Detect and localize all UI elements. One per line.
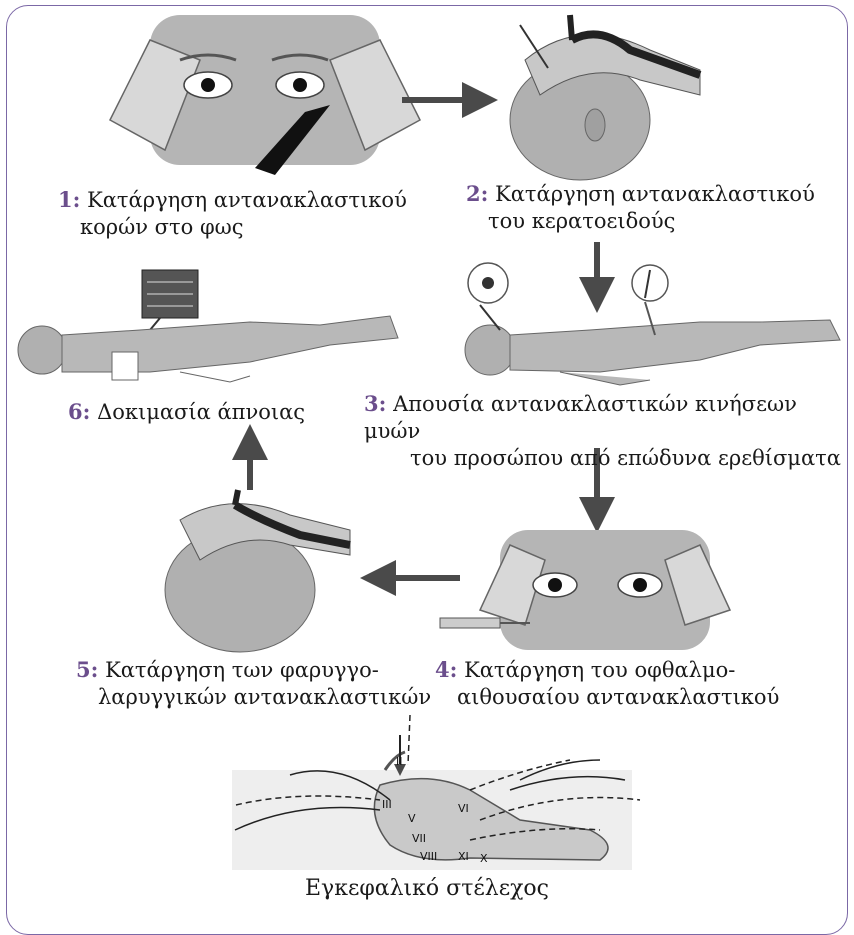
nerve-label-VIII: VIII <box>420 850 437 863</box>
nerve-label-XI: XI <box>458 850 469 863</box>
pupil-light-reflex-illustration <box>110 15 420 175</box>
brainstem-illustration: II III V VI VII VIII XI X <box>232 715 640 870</box>
step-6-number: 6: <box>68 399 90 424</box>
step-3-number: 3: <box>364 391 386 416</box>
step-5-caption: 5: Κατάργηση των φαρυγγο- λαρυγγικών αντ… <box>76 656 431 711</box>
nerve-label-X: X <box>480 852 488 865</box>
step-6-caption: 6: Δοκιμασία άπνοιας <box>68 398 305 426</box>
nerve-label-VII: VII <box>412 832 426 845</box>
apnea-test-illustration <box>18 270 398 382</box>
step-3-caption: 3: Απουσία αντανακλαστικών κινήσεων μυών… <box>364 390 854 472</box>
step-5-line2: λαρυγγικών αντανακλαστικών <box>76 684 431 711</box>
step-2-caption: 2: Κατάργηση αντανακλαστικού του κερατοε… <box>466 180 815 235</box>
step-2-number: 2: <box>466 181 488 206</box>
step-4-line2: αιθουσαίου αντανακλαστικού <box>435 684 779 711</box>
step-5-line1: Κατάργηση των φαρυγγο- <box>105 658 379 682</box>
pain-stimulus-illustration <box>465 263 840 385</box>
oculovestibular-reflex-illustration <box>440 530 730 650</box>
step-1-line2: κορών στο φως <box>58 214 407 241</box>
brainstem-caption: Εγκεφαλικό στέλεχος <box>0 876 854 901</box>
step-3-line2: του προσώπου από επώδυνα ερεθίσματα <box>364 445 854 472</box>
step-2-line2: του κερατοειδούς <box>466 208 815 235</box>
nerve-label-III: III <box>382 798 392 811</box>
step-2-line1: Κατάργηση αντανακλαστικού <box>495 182 815 206</box>
step-4-line1: Κατάργηση του οφθαλμο- <box>464 658 735 682</box>
step-4-number: 4: <box>435 657 457 682</box>
step-1-caption: 1: Κατάργηση αντανακλαστικού κορών στο φ… <box>58 186 407 241</box>
step-3-line1: Απουσία αντανακλαστικών κινήσεων μυών <box>364 392 797 443</box>
nerve-label-VI: VI <box>458 802 469 815</box>
step-6-line1: Δοκιμασία άπνοιας <box>97 400 305 424</box>
corneal-reflex-illustration <box>510 15 700 180</box>
step-1-line1: Κατάργηση αντανακλαστικού <box>87 188 407 212</box>
step-5-number: 5: <box>76 657 98 682</box>
nerve-label-II: II <box>396 755 403 768</box>
step-4-caption: 4: Κατάργηση του οφθαλμο- αιθουσαίου αντ… <box>435 656 779 711</box>
nerve-label-V: V <box>408 812 416 825</box>
step-1-number: 1: <box>58 187 80 212</box>
pharyngeal-reflex-illustration <box>165 490 350 652</box>
